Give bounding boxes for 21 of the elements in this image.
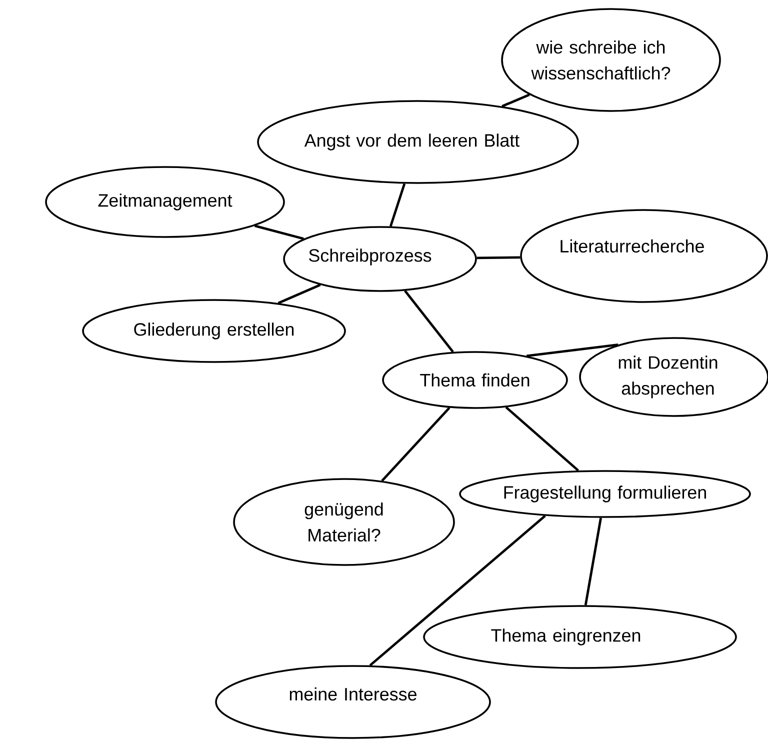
connector-line	[476, 256, 520, 260]
connector-line	[404, 290, 454, 353]
ellipse-node: Literaturrecherche	[520, 209, 768, 303]
ellipse-node: Fragestellung formulieren	[459, 470, 751, 518]
ellipse-node: genügend Material?	[233, 478, 455, 566]
connector-line	[584, 518, 602, 606]
connector-line	[389, 183, 406, 227]
ellipse-node: Thema finden	[382, 351, 568, 409]
ellipse-node: Gliederung erstellen	[82, 299, 346, 363]
ellipse-node: Thema eingrenzen	[423, 605, 737, 669]
connector-line	[278, 284, 321, 304]
connector-line	[526, 344, 618, 358]
ellipse-node: Schreibprozess	[283, 226, 477, 292]
ellipse-node: Angst vor dem leeren Blatt	[257, 100, 579, 184]
connector-line	[381, 406, 450, 482]
connector-line	[254, 224, 304, 240]
connector-line	[369, 514, 546, 666]
connector-line	[505, 406, 580, 472]
ellipse-node: meine Interesse	[215, 665, 491, 739]
ellipse-node: Zeitmanagement	[45, 166, 285, 238]
ellipse-node: wie schreibe ich wissenschaftlich?	[501, 8, 721, 112]
